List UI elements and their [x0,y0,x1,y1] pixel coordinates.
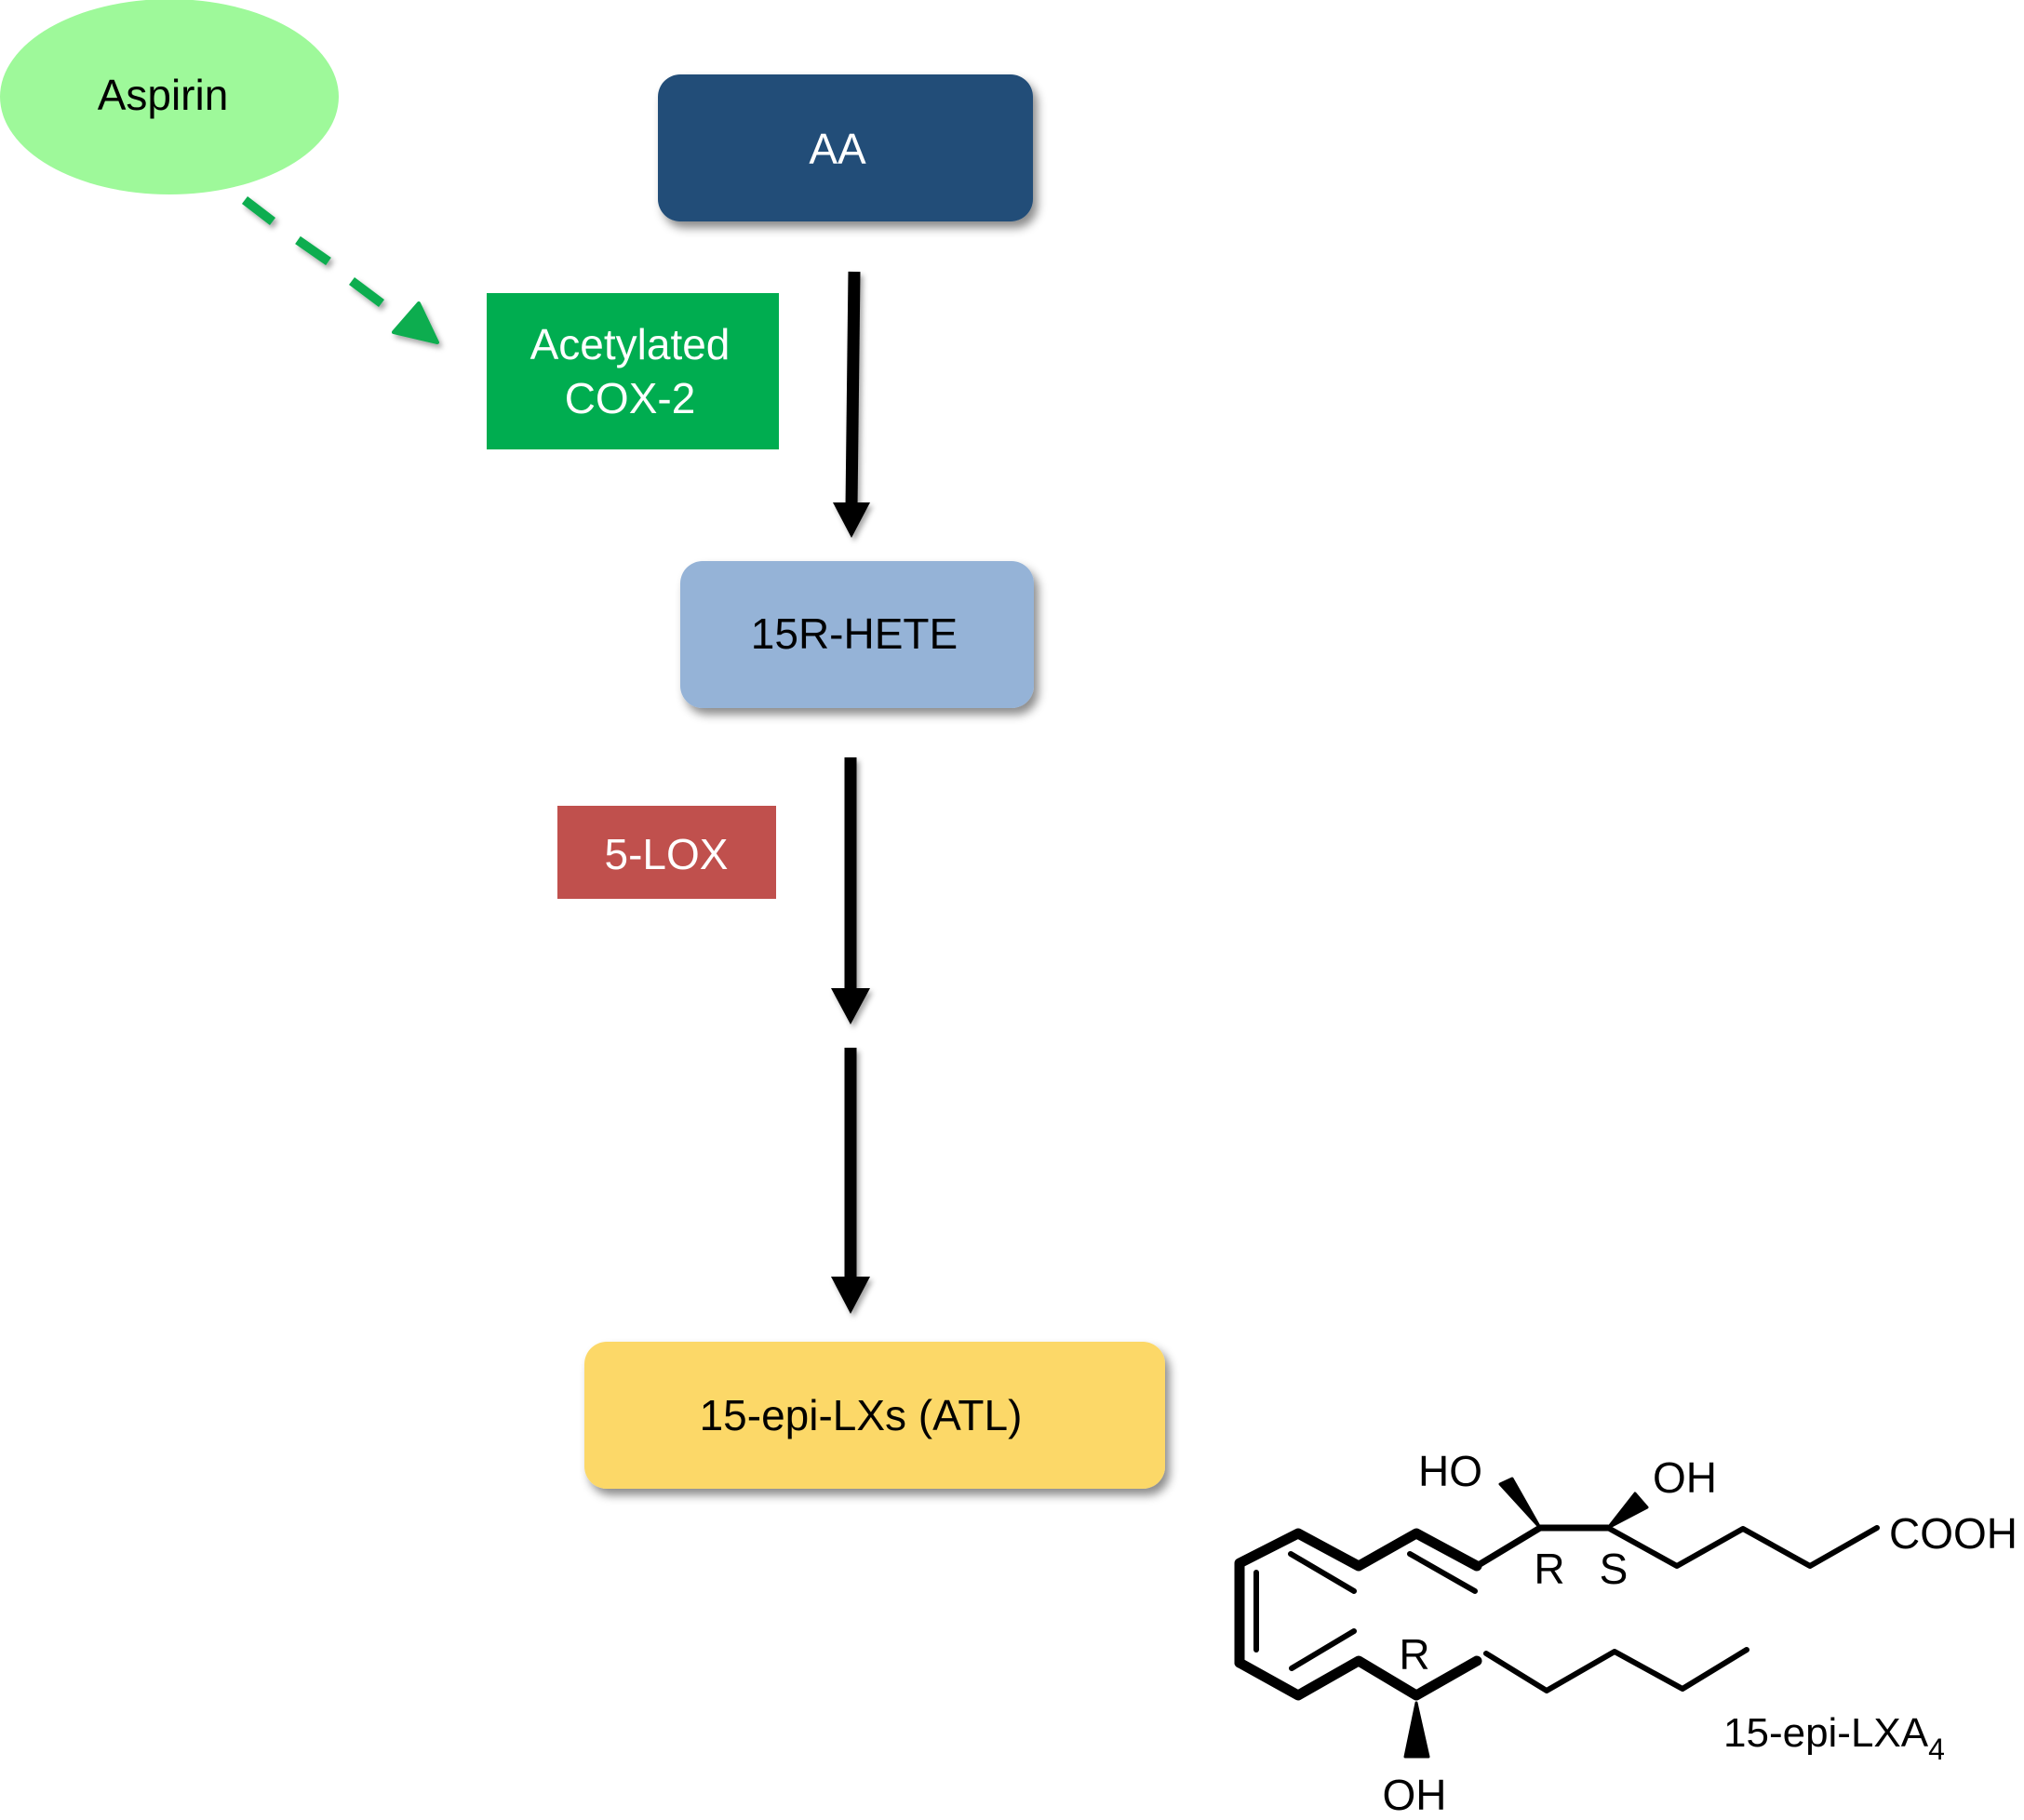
lox-node: 5-LOX [557,806,776,899]
dash-segment [241,196,276,225]
dash-segment [295,235,331,266]
chemical-structure-15-epi-lxa4 [1234,1477,1880,1759]
chemical-labels: HO OH COOH OH R S R 15-epi-LXA4 [1383,1447,2018,1819]
acid-chain [1605,1525,1880,1569]
backbone-upper [1234,1528,1482,1668]
hete-label: 15R-HETE [751,609,958,658]
aspirin-node: Aspirin [0,0,339,194]
lox-box [557,806,776,899]
arrowhead-down-icon [831,1277,870,1314]
aspirin-dashed-arrow [241,196,439,344]
arrowhead-down-icon [831,988,870,1024]
double-bond-inner [1288,1551,1357,1594]
arrow-hete-to-intermediate [831,757,870,1024]
aa-label: AA [809,125,866,173]
cooh-label: COOH [1889,1509,2017,1558]
hete-box [680,561,1034,708]
oh-bottom-label: OH [1383,1771,1447,1819]
structure-name-label: 15-epi-LXA4 [1723,1710,1945,1766]
arrowhead-down-icon [833,502,870,538]
atl-label: 15-epi-LXs (ATL) [700,1391,1023,1439]
ho-top-label: HO [1418,1447,1482,1495]
atl-node: 15-epi-LXs (ATL) [584,1342,1165,1489]
structure-name: 15-epi-LXA [1723,1710,1929,1756]
aspirin-ellipse [0,0,339,194]
backbone-lower [1234,1655,1482,1701]
cox2-label-line2: COX-2 [565,374,696,422]
arrow-shaft [845,271,861,508]
wedge-bond-c15-oh [1403,1701,1430,1759]
cox2-label-line1: Acetylated [530,320,731,368]
aa-box [658,74,1033,221]
aa-node: AA [658,74,1033,221]
stereo-s-upper-label: S [1600,1545,1629,1593]
oh-top-label: OH [1653,1453,1717,1502]
double-bond-inner [1289,1628,1357,1671]
aspirin-label: Aspirin [98,71,229,119]
arrow-aa-to-hete [833,271,870,538]
cox2-node: Acetylated COX-2 [487,293,779,449]
wedge-bond-c5-oh [1498,1477,1542,1530]
double-bond-inner [1407,1551,1478,1594]
pentyl-chain [1483,1647,1749,1693]
wedge-bond-c6-oh [1606,1492,1649,1530]
arrow-intermediate-to-atl [831,1048,870,1314]
hete-node: 15R-HETE [680,561,1034,708]
structure-name-subscript: 4 [1928,1733,1945,1766]
stereo-r-lower-label: R [1399,1630,1429,1679]
dashed-arrowhead-icon [392,301,439,344]
dash-segment [349,277,384,307]
backbone-upper-to-c5 [1473,1524,1544,1570]
stereo-r-upper-label: R [1534,1545,1564,1593]
cox2-box [487,293,779,449]
atl-box [584,1342,1165,1489]
lox-label: 5-LOX [605,830,729,878]
